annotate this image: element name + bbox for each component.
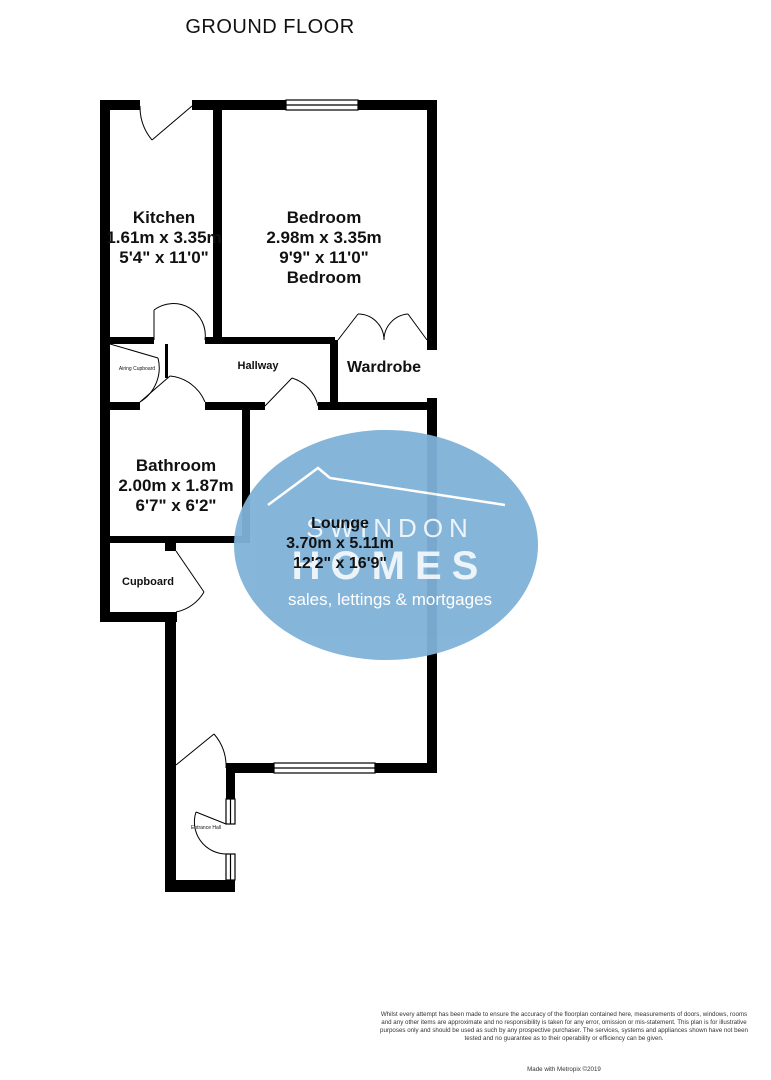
wall-entrance-bottom [165,880,235,892]
wall-top-mid [192,100,286,110]
room-airing-cupboard: Airing Cupboard [118,366,156,372]
room-lounge-metric: 3.70m x 5.11m [286,535,394,552]
door-lounge [264,377,293,407]
room-bathroom-name: Bathroom [135,456,217,475]
door-entrance-inner-swing [213,733,227,769]
wall-bathroom-right [242,408,250,542]
logo-brand-top: SWINDON [306,513,474,543]
windows [225,99,376,881]
wall-top-right [358,100,437,110]
credit: Made with Metropix ©2019 [527,1066,601,1073]
wall-airing-right [165,344,168,378]
wall-lounge-bottom-b [375,763,437,773]
wall-entrance-right-a [226,763,235,799]
wall-right-upper [427,100,437,350]
logo-brand-bottom: HOMES [291,544,489,588]
door-lounge-swing [291,377,319,407]
floor-title: GROUND FLOOR [185,16,355,38]
wall-cupboard-bottom [100,612,177,622]
wall-top-left [100,100,140,110]
wall-entrance-right-b [226,872,235,892]
room-kitchen-imperial: 5'4" x 11'0" [119,248,209,267]
room-bedroom: Bedroom 2.98m x 3.35m 9'9" x 11'0" Bedro… [224,208,424,288]
room-bathroom: Bathroom 2.00m x 1.87m 6'7" x 6'2" [100,456,252,516]
watermark-logo [234,430,538,660]
room-cupboard: Cupboard [122,576,174,588]
door-front [195,811,227,825]
wall-cupboard-stub [165,543,176,551]
door-wardrobe-left-swing [357,313,385,341]
door-bathroom-swing [169,375,206,403]
logo-tagline: sales, lettings & mortgages [287,590,493,609]
room-bedroom-metric: 2.98m x 3.35m [266,228,382,247]
door-kitchen-external-swing [139,105,153,141]
room-bathroom-imperial: 6'7" x 6'2" [135,496,217,515]
wall-hall-bottom-b [205,402,265,410]
wall-bathroom-bottom [110,536,250,543]
room-wardrobe: Wardrobe [346,359,422,376]
wall-lounge-bottom-a [226,763,274,773]
room-bedroom-imperial: 9'9" x 11'0" [279,248,369,267]
wall-left-upper [100,100,110,622]
wall-corridor-left [165,612,176,892]
door-kitchen-external [151,105,193,141]
room-hallway: Hallway [237,360,279,372]
disclaimer: Whilst every attempt has been made to en… [380,1011,748,1042]
room-entrance-hall: Entrance Hall [190,825,221,831]
door-front-swing [193,811,227,855]
logo-roof-icon [267,466,506,507]
wall-hall-top-b [205,337,335,344]
door-wardrobe-right-swing [383,313,409,341]
wall-hall-bottom-c [318,402,437,410]
door-cupboard-swing [175,591,205,613]
door-kitchen-swing [153,303,206,341]
door-cupboard [175,550,205,593]
logo-ellipse [234,430,538,660]
wall-hall-top-a [110,337,154,344]
wall-kitchen-bedroom [213,110,222,340]
room-kitchen-metric: 1.61m x 3.35m [106,228,222,247]
door-wardrobe-left [337,313,359,341]
wall-hall-bottom-a [100,402,140,410]
door-bathroom [139,375,171,403]
room-lounge-imperial: 12'2" x 16'9" [293,555,387,572]
door-airing-swing [139,357,160,403]
room-lounge: Lounge 3.70m x 5.11m 12'2" x 16'9" [254,514,426,574]
room-bedroom-name: Bedroom [286,208,362,227]
wall-wardrobe-left [330,340,338,408]
door-entrance-inner [175,733,215,766]
door-airing [109,343,159,359]
room-bedroom-sub: Bedroom [286,268,362,287]
room-bathroom-metric: 2.00m x 1.87m [118,476,234,495]
room-kitchen: Kitchen 1.61m x 3.35m 5'4" x 11'0" [90,208,238,268]
room-kitchen-name: Kitchen [132,208,196,227]
doors [109,105,428,855]
room-lounge-name: Lounge [311,515,369,532]
door-wardrobe-right [407,313,428,341]
